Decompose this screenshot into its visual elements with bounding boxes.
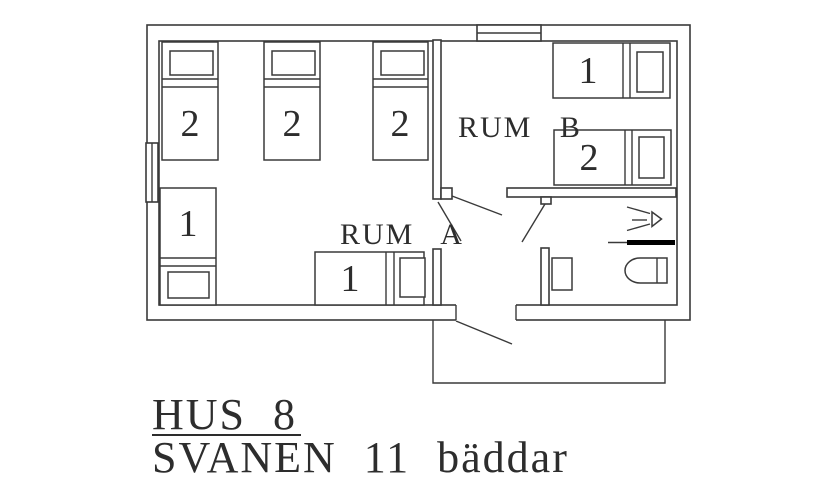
bed-room-a-bunk-3: 2 — [372, 41, 429, 161]
bed-pillow — [638, 136, 665, 179]
bed-pillow — [399, 257, 426, 298]
bed-room-b-bunk: 2 — [553, 129, 672, 186]
entrance-door-swing-icon — [455, 320, 513, 345]
doors — [437, 195, 546, 345]
bed-room-a-bunk-2: 2 — [263, 41, 321, 161]
bed-pillow — [271, 50, 316, 76]
title-block: HUS 8 SVANEN 11 bäddar — [152, 390, 569, 482]
sink-icon — [551, 257, 573, 291]
bed-pillow — [169, 50, 214, 76]
toilet-bowl — [624, 257, 668, 284]
house-title: HUS 8 — [152, 390, 297, 439]
bed-room-a-single-window: 1 — [159, 187, 217, 306]
bed-label: 1 — [341, 258, 360, 300]
room-divider-wall — [432, 39, 442, 200]
interior-walls — [432, 39, 677, 306]
room-b-south-wall — [506, 187, 677, 198]
bed-label: 1 — [579, 50, 598, 92]
shower-spray-line — [626, 223, 651, 232]
left-window — [145, 142, 159, 203]
bathroom-door-swing-icon — [521, 203, 546, 243]
house-subtitle: SVANEN 11 bäddar — [152, 433, 569, 482]
room-b-label: RUM B — [458, 111, 582, 144]
bed-label: 2 — [283, 103, 302, 145]
bed-pillow — [636, 51, 664, 93]
room-a-door-swing-icon — [437, 201, 462, 242]
shower-spray-line — [626, 206, 651, 215]
room-a-door-jamb-block — [440, 187, 453, 200]
bed-room-a-single-center: 1 — [314, 251, 426, 306]
bed-room-a-bunk-1: 2 — [161, 41, 219, 161]
shower-head-triangle — [651, 210, 663, 229]
room-a-label: RUM A — [340, 218, 464, 251]
entrance-stub-wall — [432, 248, 442, 306]
shower-spray-icon — [626, 206, 663, 232]
toilet-icon — [624, 257, 668, 284]
bed-label: 1 — [179, 203, 198, 245]
entrance-porch — [432, 320, 666, 384]
top-window — [476, 24, 542, 42]
bed-label: 2 — [580, 137, 599, 179]
room-b-door-swing-icon — [451, 195, 503, 216]
bed-label: 2 — [391, 103, 410, 145]
bed-room-b-single: 1 — [552, 42, 671, 99]
bed-label: 2 — [181, 103, 200, 145]
bed-pillow — [167, 271, 210, 299]
bed-pillow — [380, 50, 425, 76]
entrance-opening — [456, 302, 516, 323]
bathroom-door-jamb-block — [540, 196, 552, 205]
bathroom-partition-wall — [540, 247, 550, 306]
